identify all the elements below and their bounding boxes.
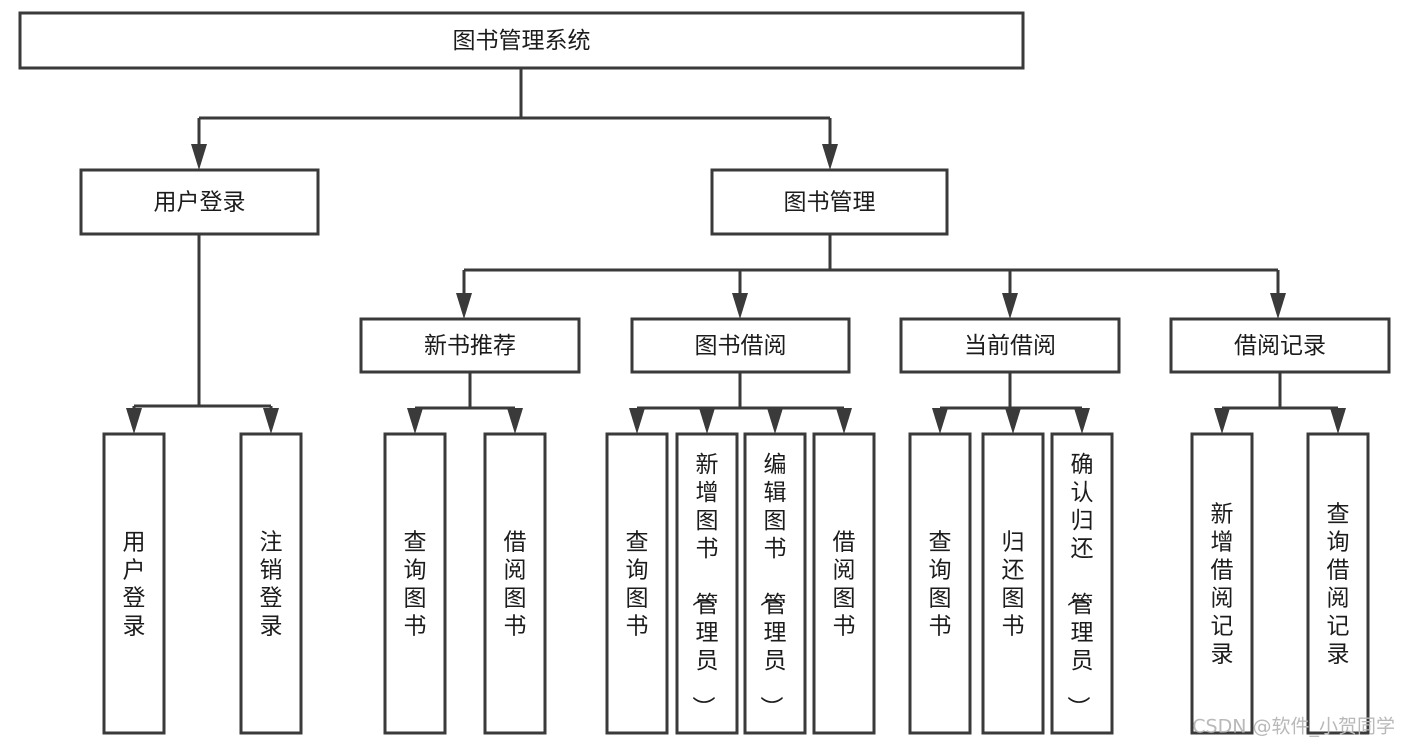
node-label: 编辑图书（管理员） <box>758 452 787 719</box>
node-leaf-return-book[interactable]: 归还图书 <box>981 432 1045 735</box>
node-label: 新增图书（管理员） <box>690 452 719 719</box>
connector-layer <box>126 68 1346 434</box>
node-label: 用户登录 <box>154 190 246 216</box>
node-label: 借阅记录 <box>1234 333 1326 359</box>
node-leaf-edit-book[interactable]: 编辑图书（管理员） <box>743 432 807 735</box>
node-label: 图书管理系统 <box>453 28 591 54</box>
connector-root-bus <box>191 68 838 170</box>
node-layer: 图书管理系统用户登录图书管理新书推荐图书借阅当前借阅借阅记录用户登录注销登录查询… <box>18 11 1391 735</box>
node-label: 注销登录 <box>260 529 283 639</box>
node-label: 归还图书 <box>1002 529 1025 639</box>
node-label: 用户登录 <box>123 529 146 639</box>
csdn-watermark: CSDN @软件_小贺同学 <box>1192 716 1395 738</box>
node-current-borrow[interactable]: 当前借阅 <box>899 317 1121 374</box>
node-leaf-borrow-book-1[interactable]: 借阅图书 <box>483 432 547 735</box>
node-leaf-confirm-return[interactable]: 确认归还（管理员） <box>1050 432 1114 735</box>
node-label: 借阅图书 <box>504 529 527 639</box>
connector-book-borrow-bus <box>629 372 852 434</box>
node-leaf-query-record[interactable]: 查询借阅记录 <box>1306 432 1370 735</box>
node-label: 确认归还（管理员） <box>1065 452 1094 719</box>
node-label: 图书借阅 <box>695 333 787 359</box>
node-new-book-rec[interactable]: 新书推荐 <box>359 317 581 374</box>
node-borrow-record[interactable]: 借阅记录 <box>1169 317 1391 374</box>
node-leaf-query-book-1[interactable]: 查询图书 <box>383 432 447 735</box>
node-label: 查询借阅记录 <box>1327 501 1350 667</box>
node-leaf-query-book-3[interactable]: 查询图书 <box>908 432 972 735</box>
connector-user-login-bus <box>126 234 279 434</box>
node-root[interactable]: 图书管理系统 <box>18 11 1025 70</box>
node-leaf-add-book[interactable]: 新增图书（管理员） <box>675 432 739 735</box>
node-leaf-logout[interactable]: 注销登录 <box>239 432 303 735</box>
node-label: 查询图书 <box>404 529 427 639</box>
node-book-manage[interactable]: 图书管理 <box>710 168 949 236</box>
node-label: 图书管理 <box>784 190 876 216</box>
node-leaf-query-book-2[interactable]: 查询图书 <box>605 432 669 735</box>
node-label: 新书推荐 <box>424 333 516 359</box>
node-label: 新增借阅记录 <box>1211 501 1234 667</box>
node-leaf-user-login[interactable]: 用户登录 <box>102 432 166 735</box>
connector-book-manage-bus <box>456 234 1286 319</box>
connector-borrow-record-bus <box>1214 372 1346 434</box>
connector-new-book-bus <box>407 372 523 434</box>
node-label: 查询图书 <box>626 529 649 639</box>
node-label: 当前借阅 <box>964 333 1056 359</box>
node-user-login[interactable]: 用户登录 <box>79 168 320 236</box>
node-label: 查询图书 <box>929 529 952 639</box>
node-book-borrow[interactable]: 图书借阅 <box>630 317 851 374</box>
node-leaf-borrow-book-2[interactable]: 借阅图书 <box>812 432 876 735</box>
connector-current-borrow-bus <box>932 372 1090 434</box>
node-label: 借阅图书 <box>833 529 856 639</box>
node-leaf-add-record[interactable]: 新增借阅记录 <box>1190 432 1254 735</box>
